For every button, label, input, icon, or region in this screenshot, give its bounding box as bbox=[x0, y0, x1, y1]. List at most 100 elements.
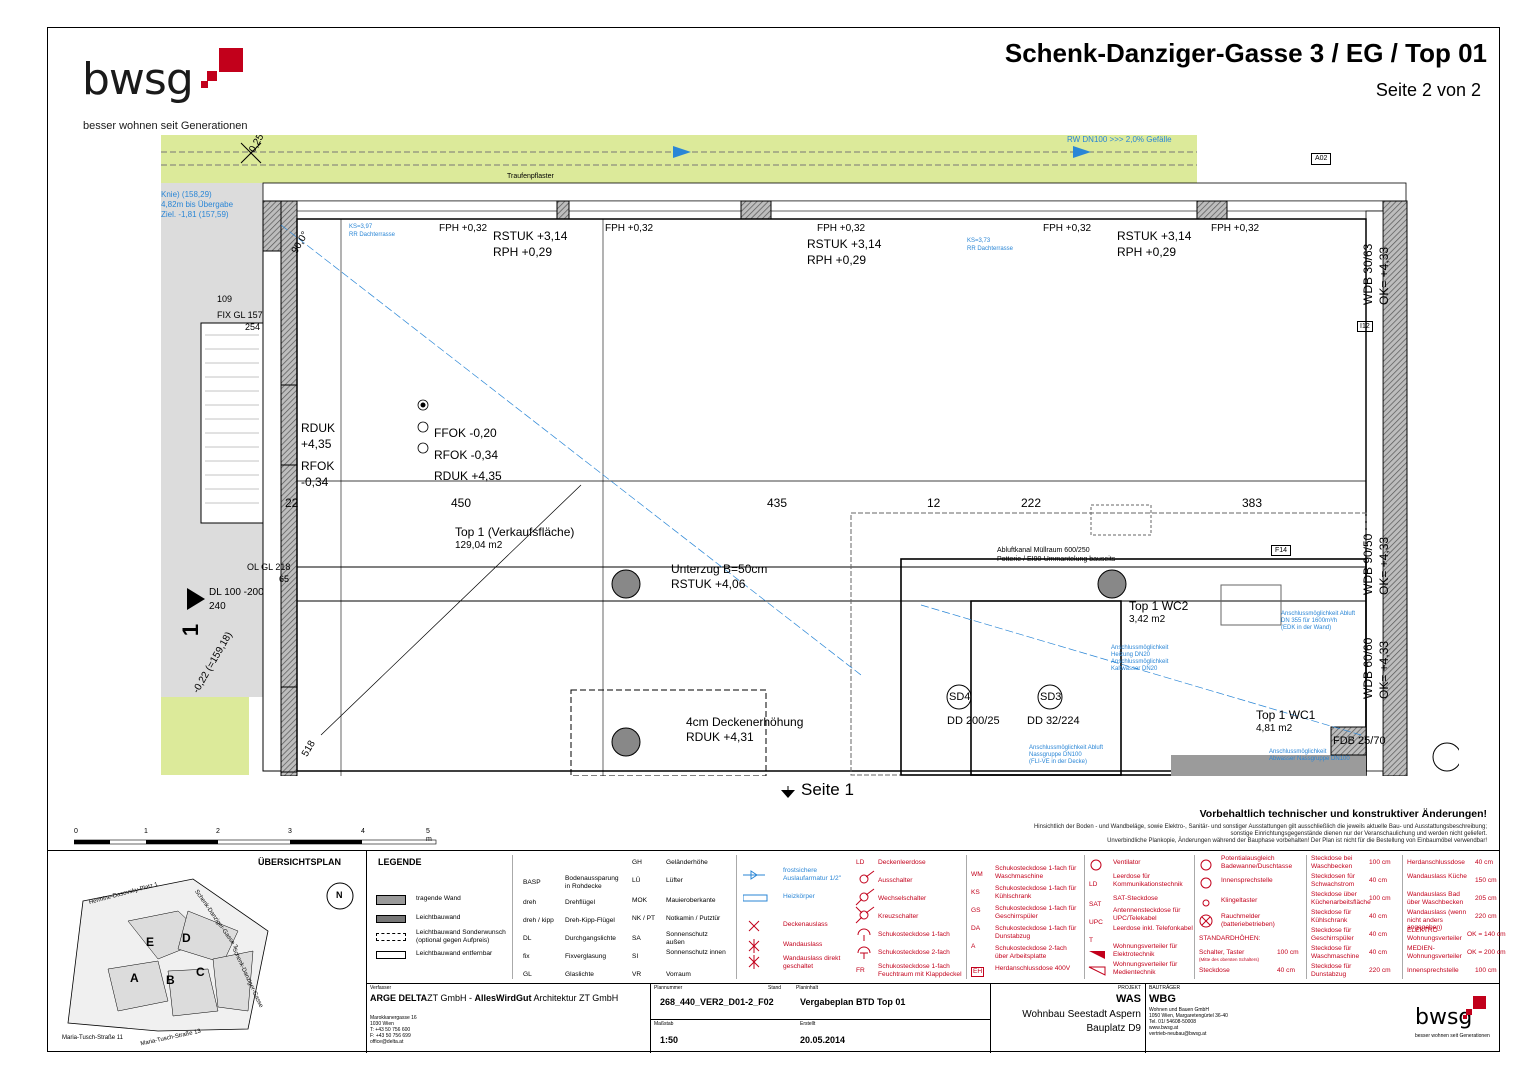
wdb2-label: WDB 90/50 bbox=[1361, 533, 1375, 595]
notice-title: Vorbehaltlich technischer und konstrukti… bbox=[1199, 808, 1487, 820]
elec-symbol: UPC bbox=[1089, 919, 1103, 926]
wall-legend-item: Leichtbauwand entfernbar bbox=[416, 950, 493, 957]
sanitary-legend-item: Heizkörper bbox=[783, 893, 815, 900]
page-number: Seite 2 von 2 bbox=[1375, 80, 1481, 100]
building-label: E bbox=[146, 935, 155, 949]
dim-240: 240 bbox=[209, 601, 226, 612]
projekt-label: PROJEKT bbox=[1117, 985, 1141, 991]
abbr-value: Drehflügel bbox=[565, 899, 596, 906]
plannummer: 268_440_VER2_D01-2_F02 bbox=[660, 997, 774, 1007]
scale-label: 3 bbox=[288, 828, 292, 835]
wdb3-label: WDB 60/60 bbox=[1361, 637, 1375, 699]
sanitary-legend-item: frostsichere Auslaufarmatur 1/2" bbox=[783, 867, 842, 882]
bwsg-footer-logo: bwsg bbox=[1415, 1005, 1473, 1030]
seite1-caption: Seite 1 bbox=[801, 780, 854, 799]
elec-symbol: LD bbox=[856, 859, 865, 866]
height-value: 220 cm bbox=[1369, 967, 1391, 974]
height-value: OK = 140 cm bbox=[1467, 931, 1506, 938]
elec-legend-item: Kreuzschalter bbox=[878, 913, 919, 920]
fph-4: FPH +0,32 bbox=[1043, 223, 1092, 234]
bwsg-logo-word: bwsg bbox=[82, 54, 194, 105]
massstab: 1:50 bbox=[660, 1035, 679, 1045]
abbr-value: Notkamin / Putztür bbox=[666, 915, 721, 922]
height-key: ELEKTRO-Wohnungsverteiler bbox=[1407, 927, 1462, 942]
height-key: Innensprechstelle bbox=[1407, 967, 1459, 974]
overview-plan: ÜBERSICHTSPLAN N E D A B C Hermine-Dasov… bbox=[48, 851, 367, 1053]
dim-383: 383 bbox=[1242, 496, 1263, 510]
abbr-value: Bodenaussparung in Rohdecke bbox=[565, 875, 619, 890]
legend: LEGENDE tragende Wand Leichtbauwand Leic… bbox=[366, 851, 1506, 984]
wall-legend-item: tragende Wand bbox=[416, 895, 461, 902]
height-key: Steckdose für Waschmaschine bbox=[1311, 945, 1360, 960]
dim-435: 435 bbox=[767, 496, 788, 510]
sanitary-legend-item: Deckenauslass bbox=[783, 921, 828, 928]
elec-symbol: KS bbox=[971, 889, 980, 896]
ubergabe-label: 4,82m bis Übergabe bbox=[161, 200, 234, 209]
vent-legend-item: Wohnungsverteiler für Elektrotechnik bbox=[1113, 943, 1178, 958]
rph-3: RPH +0,29 bbox=[1117, 245, 1177, 259]
wall-legend-item: Leichtbauwand bbox=[416, 914, 461, 921]
elec-symbol: A bbox=[971, 943, 976, 950]
dim-254: 254 bbox=[245, 322, 261, 332]
std-key: Steckdose bbox=[1199, 967, 1230, 974]
sd3-label: SD3 bbox=[1040, 691, 1062, 703]
scale-label: 4 bbox=[361, 828, 365, 835]
knie-label: Knie) (158,29) bbox=[161, 190, 212, 199]
olgl-label: OL GL 218 bbox=[247, 562, 291, 572]
erstellt-label: Erstellt bbox=[800, 1021, 816, 1027]
wc2-area: 3,42 m2 bbox=[1129, 614, 1166, 625]
elec-legend-item: Schukosteckdose 1-fach bbox=[878, 931, 950, 938]
building-label: A bbox=[130, 971, 139, 985]
rfok-label: RFOK bbox=[301, 459, 335, 473]
scale-label: 5 m bbox=[426, 828, 432, 843]
heights-table-1: Steckdose bei Waschbecken 100 cm Steckdo… bbox=[1306, 855, 1401, 979]
vent-legend-item: SAT-Steckdose bbox=[1113, 895, 1158, 902]
abbr-key: fix bbox=[523, 953, 530, 960]
overview-title: ÜBERSICHTSPLAN bbox=[258, 857, 342, 867]
dim-12: 12 bbox=[927, 496, 941, 510]
ok3-label: OK= +4,33 bbox=[1377, 640, 1391, 699]
abbr-value: Lüfter bbox=[666, 877, 683, 884]
schuko-legend-item: Schukosteckdose 1-fach für Geschirrspüle… bbox=[995, 905, 1077, 920]
dd1-label: DD 200/25 bbox=[947, 715, 1000, 727]
height-key: Wandauslass (wenn nicht anders angegeben… bbox=[1407, 909, 1467, 931]
std-key: Schalter, Taster bbox=[1199, 949, 1245, 956]
rstuk-1: RSTUK +3,14 bbox=[493, 229, 568, 243]
dim-65: 65 bbox=[279, 574, 290, 584]
ks1-label: KS=3,97 bbox=[349, 224, 373, 230]
elec-symbol: GS bbox=[971, 907, 981, 914]
elec-legend-item: Schukosteckdose 1-fach Feuchtraum mit Kl… bbox=[878, 963, 962, 978]
height-value: 100 cm bbox=[1369, 859, 1391, 866]
vent-legend-item: Leerdose für Kommunikationstechnik bbox=[1113, 873, 1183, 888]
room-area: 129,04 m2 bbox=[455, 540, 503, 551]
elec-symbol: T bbox=[1089, 937, 1094, 944]
overview-north-icon: N bbox=[336, 890, 343, 900]
building-label: D bbox=[182, 931, 191, 945]
elec-symbol: DA bbox=[971, 925, 981, 932]
sanitary-legend-item: Wandauslass direkt geschaltet bbox=[783, 955, 841, 970]
title-strip: Verfasser ARGE DELTAZT GmbH - AllesWirdG… bbox=[366, 983, 1499, 1053]
height-value: 40 cm bbox=[1369, 949, 1387, 956]
abbr-value: Geländerhöhe bbox=[666, 859, 708, 866]
ok1-label: OK= +4,33 bbox=[1377, 246, 1391, 305]
rstuk-2: RSTUK +3,14 bbox=[807, 237, 882, 251]
schuko-legend-item: Schukosteckdose 2-fach über Arbeitsplatt… bbox=[995, 945, 1067, 960]
height-value: 205 cm bbox=[1475, 895, 1497, 902]
floor-plan-drawing bbox=[161, 135, 1459, 776]
bwsg-logo-mark bbox=[201, 48, 243, 88]
abluft-label: Abluftkanal Müllraum 600/250 bbox=[997, 547, 1090, 554]
unterzug-value: RSTUK +4,06 bbox=[671, 577, 746, 591]
abbr-key: LÜ bbox=[632, 877, 641, 884]
decke-value: RDUK +4,31 bbox=[686, 730, 754, 744]
height-key: Steckdose über Küchenarbeitsfläche bbox=[1311, 891, 1371, 906]
i12-tag: I12 bbox=[1357, 321, 1373, 332]
elec-legend-item: Wechselschalter bbox=[878, 895, 927, 902]
elec-legend-item: Ausschalter bbox=[878, 877, 913, 884]
vent-legend-item: Ventilator bbox=[1113, 859, 1141, 866]
schuko-legend-item: Herdanschlussdose 400V bbox=[995, 965, 1071, 972]
height-key: Steckdose für Dunstabzug bbox=[1311, 963, 1352, 978]
dim-22: 22 bbox=[285, 496, 299, 510]
a02-tag: A02 bbox=[1311, 153, 1332, 165]
